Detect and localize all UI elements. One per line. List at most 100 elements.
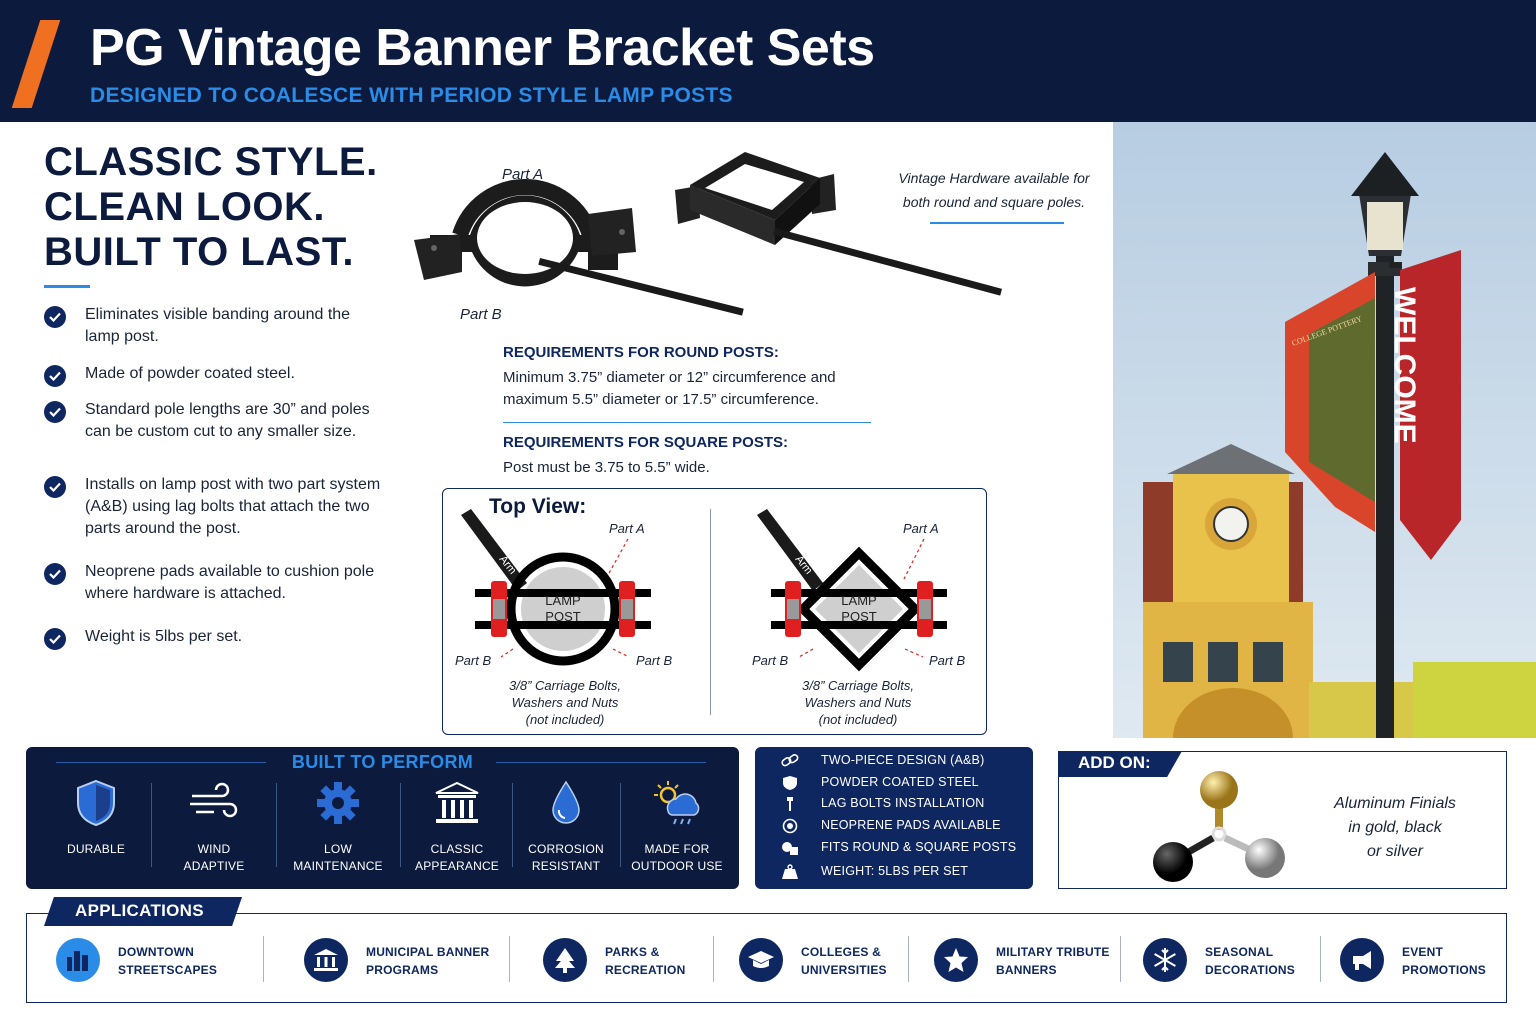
app-line-2: PROGRAMS: [366, 963, 439, 977]
spec-text: FITS ROUND & SQUARE POSTS: [821, 840, 1017, 854]
round-requirements-text: Minimum 3.75” diameter or 12” circumfere…: [503, 369, 836, 408]
round-part-b-right-label: Part B: [636, 653, 673, 668]
app-line-2: DECORATIONS: [1205, 963, 1295, 977]
top-view-diagram: Top View: Arm LAMP POST Part A Part B Pa…: [442, 488, 987, 735]
perform-label-1: LOW: [324, 842, 352, 856]
lamp-post-label-2: POST: [545, 609, 580, 624]
perform-label-2: OUTDOOR USE: [631, 859, 723, 873]
spec-row: NEOPRENE PADS AVAILABLE: [777, 816, 1027, 836]
perform-separator: [400, 783, 401, 867]
title-rule-left: [56, 762, 266, 763]
check-icon: [44, 306, 66, 328]
spec-row: FITS ROUND & SQUARE POSTS: [777, 838, 1027, 858]
caption-line-3: (not included): [818, 712, 898, 727]
orange-slash-accent: [11, 20, 61, 108]
headline-line-1: CLASSIC STYLE.: [44, 140, 378, 184]
banner-welcome-text: WELCOME: [1388, 287, 1421, 444]
square-part-a-label: Part A: [903, 521, 939, 536]
perform-label-1: CLASSIC: [430, 842, 484, 856]
check-icon: [44, 628, 66, 650]
check-icon: [44, 401, 66, 423]
headline-rule: [44, 285, 90, 288]
app-separator: [1120, 936, 1121, 982]
top-view-divider: [710, 509, 711, 715]
lamp-post-photo: WELCOME COLLEGE POTTERY: [1113, 122, 1536, 738]
caption-line-1: 3/8” Carriage Bolts,: [802, 678, 914, 693]
caption-line-2: Washers and Nuts: [804, 695, 912, 710]
app-line-2: BANNERS: [996, 963, 1057, 977]
app-line-1: MILITARY TRIBUTE: [996, 945, 1110, 959]
star-icon: [934, 938, 978, 982]
spec-row: TWO-PIECE DESIGN (A&B): [777, 751, 1027, 771]
feature-text: Weight is 5lbs per set.: [85, 628, 243, 645]
app-separator: [1320, 936, 1321, 982]
headline-line-3: BUILT TO LAST.: [44, 230, 354, 274]
shapes-icon: [782, 842, 798, 855]
shield-icon: [783, 776, 797, 790]
feature-text: Installs on lamp post with two part syst…: [85, 476, 381, 537]
square-post-diagram: Arm LAMP POST: [757, 509, 947, 672]
app-separator: [908, 936, 909, 982]
page-title: PG Vintage Banner Bracket Sets: [90, 19, 875, 77]
spec-text: NEOPRENE PADS AVAILABLE: [821, 818, 1001, 832]
spec-text: TWO-PIECE DESIGN (A&B): [821, 753, 985, 767]
spec-row: LAG BOLTS INSTALLATION: [777, 794, 1027, 814]
applications-title: APPLICATIONS: [75, 901, 204, 920]
round-part-a-label: Part A: [609, 521, 645, 536]
shield-icon: [41, 777, 151, 829]
app-line-1: PARKS &: [605, 945, 660, 959]
spec-text: POWDER COATED STEEL: [821, 775, 979, 789]
built-to-perform-title: BUILT TO PERFORM: [291, 752, 474, 772]
round-bracket-image: [414, 178, 744, 316]
check-icon: [44, 476, 66, 498]
bolt-icon: [787, 797, 793, 811]
app-line-2: PROMOTIONS: [1402, 963, 1487, 977]
check-icon: [44, 563, 66, 585]
perform-separator: [620, 783, 621, 867]
gear-icon: [283, 777, 393, 829]
part-a-label: Part A: [502, 166, 544, 183]
pad-icon: [782, 818, 798, 834]
droplet-icon: [511, 777, 621, 829]
weight-icon: [782, 864, 798, 879]
perform-label-1: DURABLE: [66, 842, 126, 856]
feature-text: Neoprene pads available to cushion pole …: [85, 563, 375, 602]
app-line-2: RECREATION: [605, 963, 686, 977]
round-post-diagram: Arm LAMP POST: [461, 509, 651, 666]
square-requirements: REQUIREMENTS FOR SQUARE POSTS: Post must…: [503, 434, 883, 479]
app-line-2: STREETSCAPES: [118, 963, 218, 977]
add-on-description: Aluminum Finials in gold, black or silve…: [1309, 792, 1481, 864]
spec-text: WEIGHT: 5LBS PER SET: [821, 864, 969, 878]
add-on-title: ADD ON:: [1078, 753, 1151, 772]
caption-line-1: 3/8” Carriage Bolts,: [509, 678, 621, 693]
title-rule-right: [496, 762, 706, 763]
tree-icon: [543, 938, 587, 982]
app-separator: [509, 936, 510, 982]
note-rule: [930, 222, 1064, 224]
add-on-line-3: or silver: [1366, 843, 1423, 860]
page-subtitle: DESIGNED TO COALESCE WITH PERIOD STYLE L…: [90, 84, 733, 107]
megaphone-icon: [1340, 938, 1384, 982]
round-requirements-title: REQUIREMENTS FOR ROUND POSTS:: [503, 344, 779, 361]
add-on-line-2: in gold, black: [1348, 819, 1442, 836]
feature-text: Eliminates visible banding around the la…: [85, 306, 351, 345]
lamp-post-label-2: POST: [841, 609, 876, 624]
feature-text: Standard pole lengths are 30” and poles …: [85, 401, 370, 440]
square-bolt-caption: 3/8” Carriage Bolts, Washers and Nuts (n…: [773, 677, 943, 728]
top-view-title: Top View:: [489, 495, 587, 518]
perform-separator: [151, 783, 152, 867]
add-on-panel: ADD ON: Aluminum Finials in gold, black …: [1058, 751, 1507, 889]
app-separator: [263, 936, 264, 982]
civic-building-icon: [304, 938, 348, 982]
caption-line-3: (not included): [525, 712, 605, 727]
perform-label-1: MADE FOR: [644, 842, 710, 856]
perform-label-2: ADAPTIVE: [183, 859, 245, 873]
wind-icon: [159, 777, 269, 829]
square-part-b-right-label: Part B: [929, 653, 966, 668]
spec-list-panel: TWO-PIECE DESIGN (A&B) POWDER COATED STE…: [755, 747, 1033, 889]
header-banner: PG Vintage Banner Bracket Sets DESIGNED …: [0, 0, 1536, 122]
part-b-label: Part B: [460, 306, 502, 323]
lamp-post-label-1: LAMP: [841, 593, 876, 608]
